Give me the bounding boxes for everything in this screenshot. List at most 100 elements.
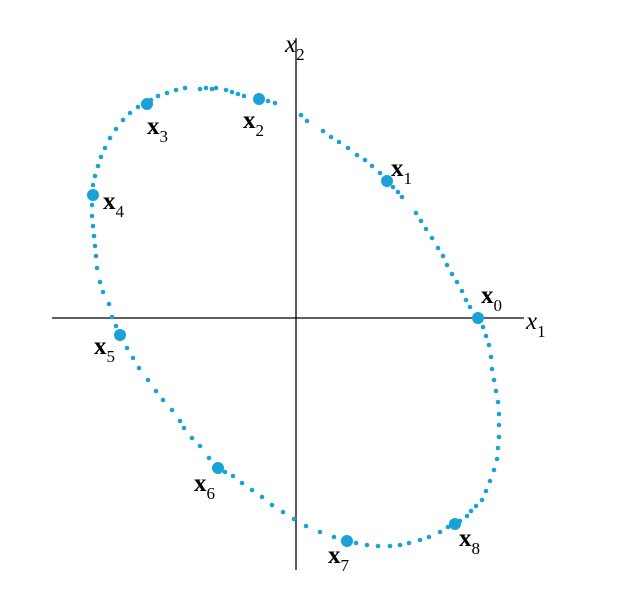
trajectory-dot (467, 304, 473, 310)
key-point-x2 (253, 93, 265, 105)
trajectory-dot (89, 213, 95, 219)
trajectory-dot (107, 135, 113, 141)
axis-label-x2: x2 (284, 31, 305, 64)
key-point-x8 (449, 518, 461, 530)
trajectory-dot (426, 534, 432, 540)
trajectory-dot (249, 487, 255, 493)
point-label-x4: x4 (103, 188, 125, 221)
trajectory-dot (395, 189, 401, 195)
trajectory-dot (90, 182, 96, 188)
trajectory-dot (272, 100, 278, 106)
trajectory-dot (197, 86, 203, 92)
key-points (87, 93, 484, 547)
key-point-x1 (381, 175, 393, 187)
trajectory-dot (483, 488, 489, 494)
trajectory-dot (223, 87, 229, 93)
point-label-x2: x2 (243, 107, 264, 140)
trajectory-dot (153, 388, 159, 394)
trajectory-dot (259, 494, 265, 500)
trajectory-dot (487, 478, 493, 484)
trajectory-dot (160, 397, 166, 403)
trajectory-dot (353, 540, 359, 546)
trajectory-dot (222, 469, 228, 475)
point-label-x8: x8 (459, 525, 480, 558)
trajectory-dot (429, 235, 435, 241)
trajectory-dot (454, 279, 460, 285)
trajectory-dot (113, 126, 119, 132)
trajectory-dot (177, 418, 183, 424)
trajectory-dot (113, 323, 119, 329)
trajectory-dot (320, 128, 326, 134)
point-label-x0: x0 (481, 282, 502, 315)
trajectory-dot (364, 542, 370, 548)
trajectory-dot (230, 473, 236, 479)
trajectory-dot (164, 90, 170, 96)
key-point-x7 (341, 535, 353, 547)
trajectory-dot (92, 173, 98, 179)
trajectory-dot (468, 508, 474, 514)
trajectory-dot (459, 288, 465, 294)
trajectory-dot (463, 297, 469, 303)
key-point-x5 (114, 329, 126, 341)
trajectory-dot (93, 253, 99, 259)
trajectory-dot (280, 509, 286, 515)
trajectory-dot (269, 502, 275, 508)
point-label-x6: x6 (194, 470, 215, 503)
trajectory-dot (145, 377, 151, 383)
trajectory-dot (127, 110, 133, 116)
trajectory-dot (387, 543, 393, 549)
trajectory-dot (130, 355, 136, 361)
key-point-x4 (87, 189, 99, 201)
trajectory-dot (265, 98, 271, 104)
trajectory-dot (495, 445, 501, 451)
trajectory-dot (239, 480, 245, 486)
trajectory-dot (98, 154, 104, 160)
trajectory-dot (124, 345, 130, 351)
point-label-x5: x5 (94, 333, 115, 366)
trajectory-dot (418, 218, 424, 224)
trajectory-dot (298, 112, 304, 118)
trajectory-dot (496, 411, 502, 417)
trajectory-dot (480, 324, 486, 330)
trajectory-dot (486, 342, 492, 348)
trajectory-dot (406, 540, 412, 546)
trajectory-dots (89, 85, 502, 549)
trajectory-dot (495, 399, 501, 405)
trajectory-dot (206, 455, 212, 461)
trajectory-dot (235, 91, 241, 97)
trajectory-dot (399, 194, 405, 200)
trajectory-dot (304, 118, 310, 124)
key-point-x6 (212, 462, 224, 474)
trajectory-dot (331, 534, 337, 540)
trajectory-dot (213, 85, 219, 91)
trajectory-dot (189, 435, 195, 441)
trajectory-dot (369, 163, 375, 169)
trajectory-dot (496, 422, 502, 428)
trajectory-dot (181, 425, 187, 431)
trajectory-dot (182, 85, 188, 91)
trajectory-dot (155, 93, 161, 99)
trajectory-dot (169, 407, 175, 413)
trajectory-dot (491, 377, 497, 383)
trajectory-dot (423, 226, 429, 232)
trajectory-dot (473, 503, 479, 509)
trajectory-dot (435, 245, 441, 251)
trajectory-dot (94, 265, 100, 271)
trajectory-dot (488, 354, 494, 360)
trajectory-dot (413, 210, 419, 216)
trajectory-dot (317, 529, 323, 535)
trajectory-dot (100, 289, 106, 295)
key-point-x0 (472, 312, 484, 324)
trajectory-dot (494, 456, 500, 462)
trajectory-dot (97, 279, 103, 285)
trajectory-dot (464, 513, 470, 519)
trajectory-dot (229, 89, 235, 95)
trajectory-dot (120, 117, 126, 123)
point-label-x7: x7 (328, 542, 350, 575)
trajectory-dot (336, 139, 342, 145)
trajectory-dot (241, 93, 247, 99)
trajectory-dot (437, 529, 443, 535)
trajectory-dot (203, 85, 209, 91)
trajectory-dot (390, 184, 396, 190)
trajectory-dot (489, 366, 495, 372)
